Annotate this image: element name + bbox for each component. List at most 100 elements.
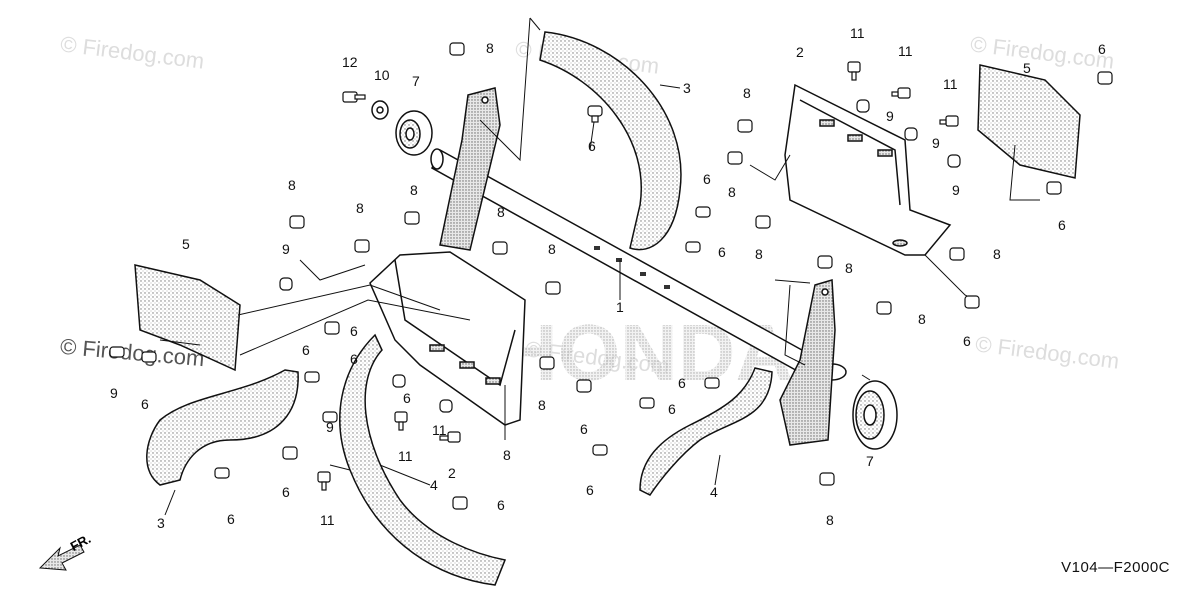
nut-part-9: [856, 99, 870, 113]
callout: 6: [141, 396, 149, 412]
callout: 6: [497, 497, 505, 513]
callout: 11: [850, 25, 865, 41]
callout: 6: [580, 421, 588, 437]
callout: 6: [718, 244, 726, 260]
callout: 9: [110, 385, 118, 401]
bolt-part-11: [317, 471, 331, 491]
callout: 2: [796, 44, 804, 60]
bolt-part-12: [342, 91, 366, 103]
callout: 8: [356, 200, 364, 216]
flange-nut-part-8: [449, 42, 465, 56]
callout: 5: [1023, 60, 1031, 76]
flange-nut-part-8: [755, 215, 771, 229]
callout: 8: [826, 512, 834, 528]
flange-nut-part-8: [539, 356, 555, 370]
scraper-plate-part-5-left: [134, 264, 241, 372]
nut-part-9: [392, 374, 406, 388]
callout: 11: [398, 448, 413, 464]
callout: 6: [586, 482, 594, 498]
callout: 6: [963, 333, 971, 349]
callout: 7: [866, 453, 874, 469]
auger-blade-part-3-left: [146, 369, 299, 486]
bearing-part-7-right: [852, 380, 898, 450]
bolt-part-6: [322, 411, 338, 423]
callout: 9: [886, 108, 894, 124]
bolt-part-6: [141, 351, 157, 363]
bolt-part-11: [394, 411, 408, 431]
fasteners: [109, 42, 1113, 510]
flange-nut-part-8: [404, 211, 420, 225]
callout: 6: [668, 401, 676, 417]
bolt-part-6: [109, 346, 125, 358]
callout: 4: [710, 484, 718, 500]
front-direction-arrow: [38, 544, 85, 571]
leader-lines: [159, 17, 1040, 516]
right-support-bracket: [779, 279, 836, 446]
callout: 2: [448, 465, 456, 481]
bolt-part-6: [639, 397, 655, 409]
callout: 6: [703, 171, 711, 187]
auger-blade-part-4-left: [339, 333, 507, 586]
housing-part-2-left: [369, 251, 526, 426]
bolt-part-6: [587, 105, 603, 123]
bolt-part-11: [891, 87, 911, 99]
callout: 8: [410, 182, 418, 198]
bolt-part-6: [282, 446, 298, 460]
callout: 9: [932, 135, 940, 151]
callout: 8: [743, 85, 751, 101]
auger-blade-part-4-right: [639, 367, 773, 496]
bolt-part-6: [685, 241, 701, 253]
callout: 8: [288, 177, 296, 193]
flange-nut-part-8: [817, 255, 833, 269]
callout: 6: [678, 375, 686, 391]
callout-labels: 8 12 10 7 3 6 2 11 11 11 6 5 8 9 9 9 8 6…: [110, 25, 1106, 531]
flange-nut-part-8: [819, 472, 835, 486]
callout: 8: [755, 246, 763, 262]
flange-nut-part-8: [545, 281, 561, 295]
flange-nut-part-8: [737, 119, 753, 133]
callout: 8: [918, 311, 926, 327]
flange-nut-part-8: [949, 247, 965, 261]
callout: 9: [952, 182, 960, 198]
bolt-part-11: [439, 431, 461, 443]
callout: 8: [538, 397, 546, 413]
callout: 8: [548, 241, 556, 257]
flange-nut-part-8: [964, 295, 980, 309]
callout: 6: [1058, 217, 1066, 233]
callout: 11: [432, 422, 447, 438]
callout: 12: [342, 54, 358, 70]
flange-nut-part-8: [876, 301, 892, 315]
flange-nut-part-8: [354, 239, 370, 253]
washer-part-10: [371, 100, 389, 120]
callout: 6: [350, 323, 358, 339]
callout: 8: [497, 204, 505, 220]
callout: 8: [993, 246, 1001, 262]
callout: 11: [320, 512, 335, 528]
auger-blade-part-3-top: [539, 31, 682, 251]
bolt-part-11: [847, 61, 861, 81]
callout: 11: [898, 43, 913, 59]
callout: 10: [374, 67, 390, 83]
bolt-part-6: [592, 444, 608, 456]
bolt-part-6: [704, 377, 720, 389]
bolt-part-6: [452, 496, 468, 510]
bearing-part-7-left: [395, 110, 433, 156]
flange-nut-part-8: [576, 379, 592, 393]
bolt-part-6: [214, 467, 230, 479]
callout: 7: [412, 73, 420, 89]
bolt-part-6: [324, 321, 340, 335]
nut-part-9: [279, 277, 293, 291]
callout: 3: [157, 515, 165, 531]
callout: 9: [326, 419, 334, 435]
callout: 8: [845, 260, 853, 276]
callout: 4: [430, 477, 438, 493]
nut-part-9: [904, 127, 918, 141]
callout: 6: [282, 484, 290, 500]
callout: 6: [1098, 41, 1106, 57]
bolt-part-6: [1046, 181, 1062, 195]
callout: 6: [227, 511, 235, 527]
bolt-part-11: [939, 115, 959, 127]
flange-nut-part-8: [727, 151, 743, 165]
